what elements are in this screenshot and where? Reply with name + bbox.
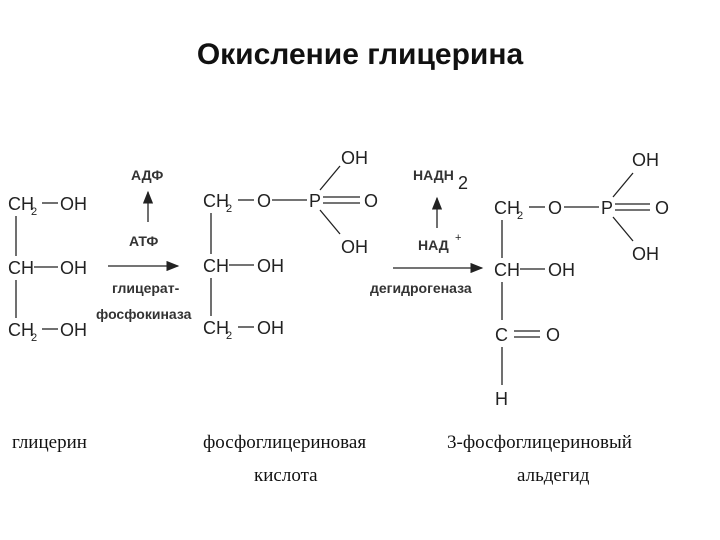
slide-title: Окисление глицерина	[196, 38, 524, 71]
glycerol-oh1: OH	[60, 194, 87, 214]
pgald-p-oh-top: OH	[632, 150, 659, 170]
caption-glycerol: глицерин	[12, 432, 87, 453]
nadh-label: НАДН	[413, 167, 454, 183]
pgald-c1: CH	[494, 198, 520, 218]
pgald-c3: C	[495, 325, 508, 345]
pga-phosphorus: P	[309, 191, 321, 211]
atp-label: АТФ	[129, 233, 158, 249]
caption-pga-line2: кислота	[254, 465, 318, 486]
pga-c2: CH	[203, 256, 229, 276]
pgald-p-o: O	[655, 198, 669, 218]
pga-o-ester: O	[257, 191, 271, 211]
pga-c1: CH	[203, 191, 229, 211]
glycerol-c1-subscript: 2	[31, 206, 37, 218]
phosphoglyceric-acid-structure: CH 2 O P OH O OH CH OH CH 2 OH	[203, 148, 378, 342]
pga-bond-p-oh-top	[319, 165, 341, 191]
pgald-p-oh-bottom: OH	[632, 244, 659, 264]
pga-c3-subscript: 2	[226, 330, 232, 342]
glycerol-oh2: OH	[60, 258, 87, 278]
caption-pgald-line2: альдегид	[517, 465, 590, 486]
pgald-phosphorus: P	[601, 198, 613, 218]
enzyme-1-line1: глицерат-	[112, 280, 180, 296]
pgald-c2: CH	[494, 260, 520, 280]
pga-p-oh-bottom: OH	[341, 237, 368, 257]
enzyme-1-line2: фосфокиназа	[96, 306, 192, 322]
pga-oh3: OH	[257, 318, 284, 338]
caption-pgald-line1: 3-фосфоглицериновый	[447, 432, 632, 453]
pga-p-o: O	[364, 191, 378, 211]
nad-superscript: +	[455, 232, 461, 244]
pga-bond-p-oh-bottom	[319, 209, 341, 235]
pgald-o-ester: O	[548, 198, 562, 218]
glycerol-c1: CH	[8, 194, 34, 214]
pgald-c1-subscript: 2	[517, 210, 523, 222]
pgald-bond-p-oh-top	[612, 172, 634, 198]
pga-c1-subscript: 2	[226, 203, 232, 215]
glycerol-structure: CH 2 OH CH OH CH 2 OH	[8, 194, 87, 344]
glycerol-c3-subscript: 2	[31, 332, 37, 344]
pgald-oh2: OH	[548, 260, 575, 280]
glycerol-oh3: OH	[60, 320, 87, 340]
phosphoglyceraldehyde-structure: CH 2 O P OH O OH CH OH C O H	[494, 150, 669, 409]
caption-pga-line1: фосфоглицериновая	[203, 432, 366, 453]
glycerol-c2: CH	[8, 258, 34, 278]
enzyme-2: дегидрогеназа	[370, 280, 472, 296]
reaction-1: АДФ АТФ глицерат- фосфокиназа	[96, 167, 192, 322]
pga-p-oh-top: OH	[341, 148, 368, 168]
nad-label: НАД	[418, 237, 449, 253]
pgald-o-aldehyde: O	[546, 325, 560, 345]
nadh-subscript: 2	[458, 173, 468, 193]
glycerol-c3: CH	[8, 320, 34, 340]
pgald-bond-p-oh-bottom	[612, 216, 634, 242]
pga-c3: CH	[203, 318, 229, 338]
adp-label: АДФ	[131, 167, 163, 183]
pga-oh2: OH	[257, 256, 284, 276]
reaction-2: НАДН 2 НАД + дегидрогеназа	[370, 167, 484, 296]
pgald-h: H	[495, 389, 508, 409]
